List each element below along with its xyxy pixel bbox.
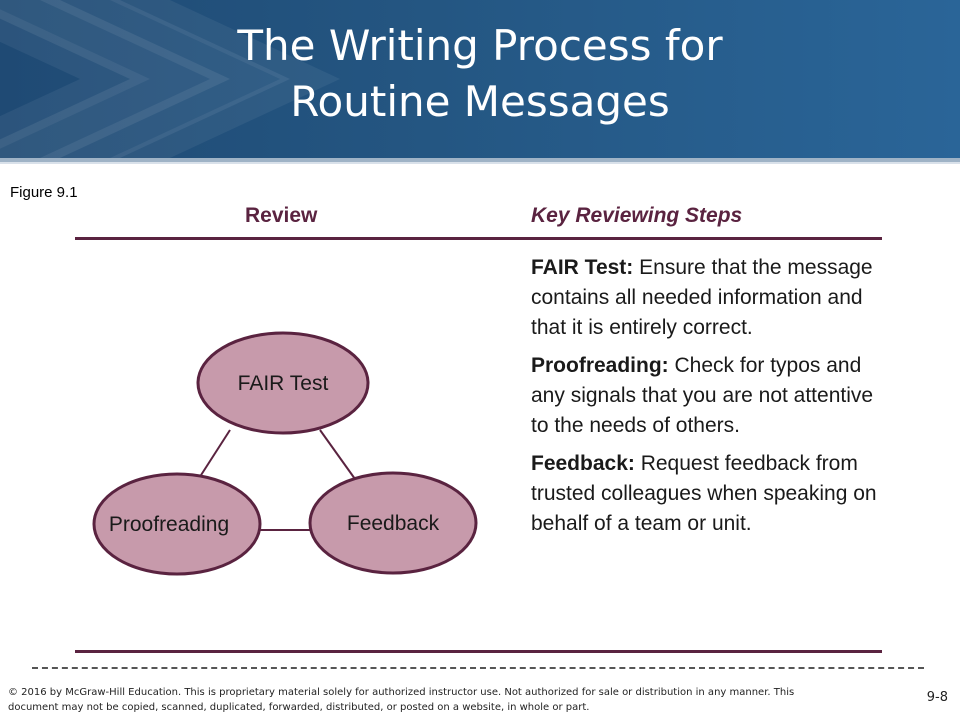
header-divider-light <box>0 162 960 164</box>
review-heading: Review <box>245 204 318 227</box>
header-divider <box>0 158 960 162</box>
step-text: Request feedback from trusted colleagues… <box>531 452 877 535</box>
chevron-decoration <box>0 0 340 158</box>
step-fair-test: FAIR Test: Ensure that the message conta… <box>531 253 891 343</box>
step-term: Proofreading: <box>531 354 669 377</box>
title-line-2: Routine Messages <box>290 77 670 126</box>
footer-divider <box>32 667 924 669</box>
step-term: FAIR Test: <box>531 256 634 279</box>
slide-header: The Writing Process for Routine Messages <box>0 0 960 158</box>
page-number: 9-8 <box>926 690 948 705</box>
copyright-footer: © 2016 by McGraw-Hill Education. This is… <box>8 687 795 713</box>
steps-heading: Key Reviewing Steps <box>531 204 743 227</box>
node-fair-test <box>196 331 370 435</box>
review-cycle-diagram: FAIR Test Proofreading Feedback <box>92 331 478 576</box>
step-term: Feedback: <box>531 452 635 475</box>
step-text: Ensure that the message contains all nee… <box>531 256 873 339</box>
figure-label: Figure 9.1 <box>10 184 78 201</box>
node-proofreading <box>92 472 262 576</box>
top-rule <box>75 237 882 240</box>
steps-list: FAIR Test: Ensure that the message conta… <box>531 253 891 547</box>
node-label-proofreading: Proofreading <box>109 513 229 536</box>
title-line-1: The Writing Process for <box>237 21 723 70</box>
step-proofreading: Proofreading: Check for typos and any si… <box>531 351 891 441</box>
node-feedback <box>308 471 478 575</box>
bottom-rule <box>75 650 882 653</box>
step-text: Check for typos and any signals that you… <box>531 354 874 437</box>
slide-title: The Writing Process for Routine Messages <box>0 18 960 130</box>
node-label-fair-test: FAIR Test <box>238 372 329 395</box>
node-label-feedback: Feedback <box>347 512 440 535</box>
step-feedback: Feedback: Request feedback from trusted … <box>531 449 891 539</box>
